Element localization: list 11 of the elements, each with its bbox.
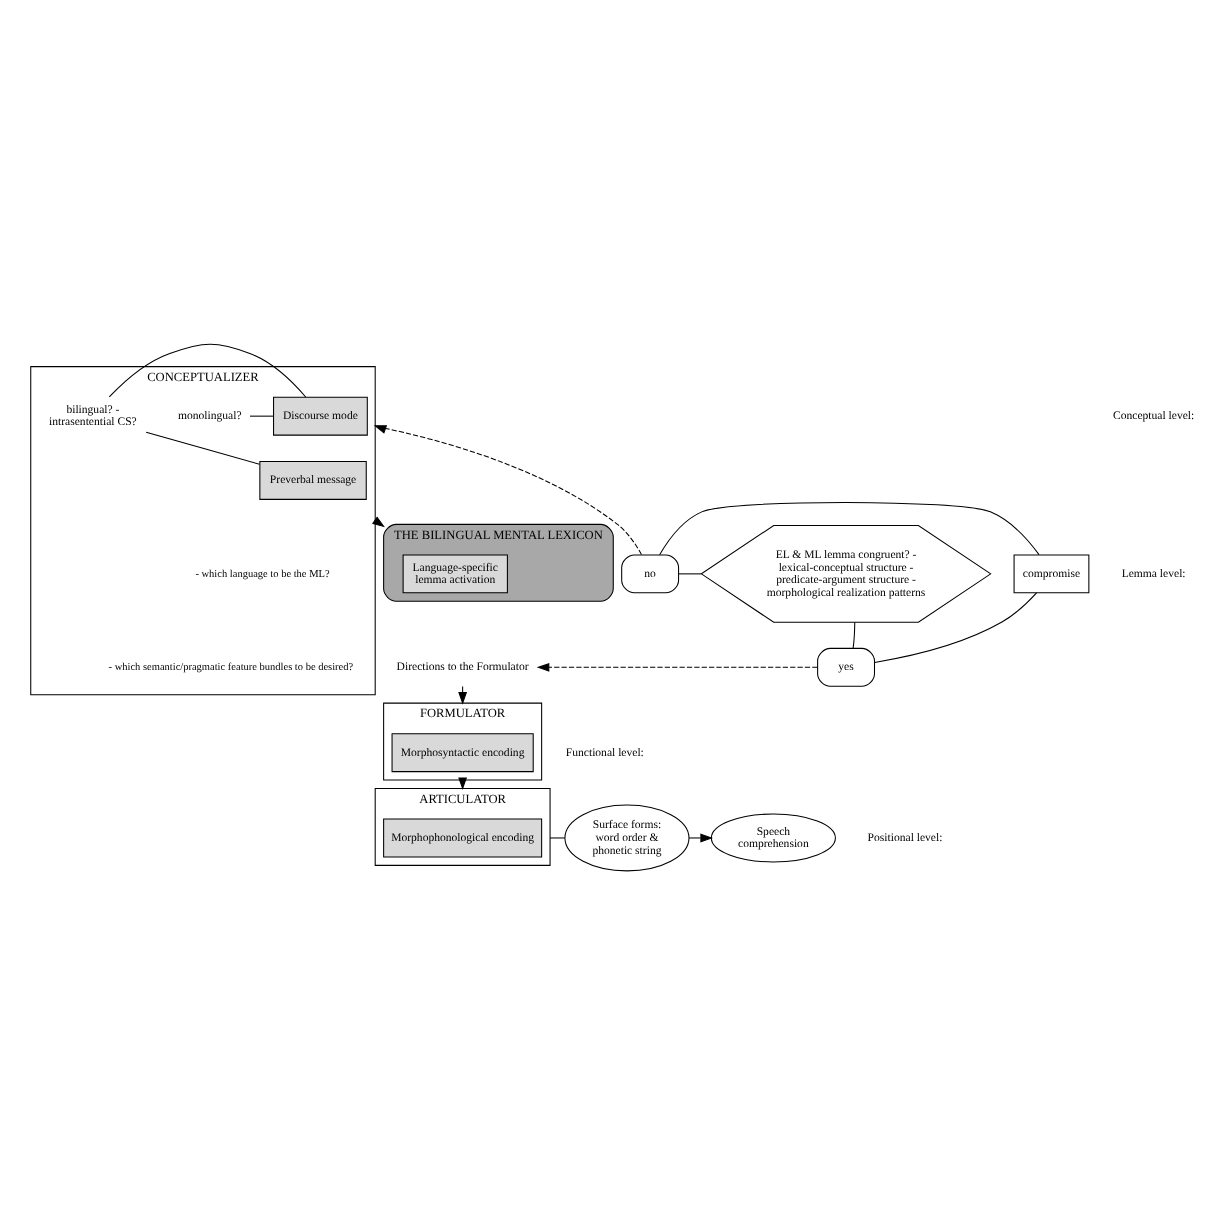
- connector: [249, 415, 274, 417]
- connector: [659, 501, 1040, 556]
- arrow: [458, 685, 468, 705]
- connector: [874, 592, 1038, 663]
- arrow: [688, 833, 713, 843]
- arrow: [536, 662, 819, 672]
- connector: [852, 621, 856, 649]
- connector: [678, 573, 702, 575]
- connector: [108, 343, 307, 398]
- connector: [145, 431, 260, 465]
- connector: [549, 837, 566, 839]
